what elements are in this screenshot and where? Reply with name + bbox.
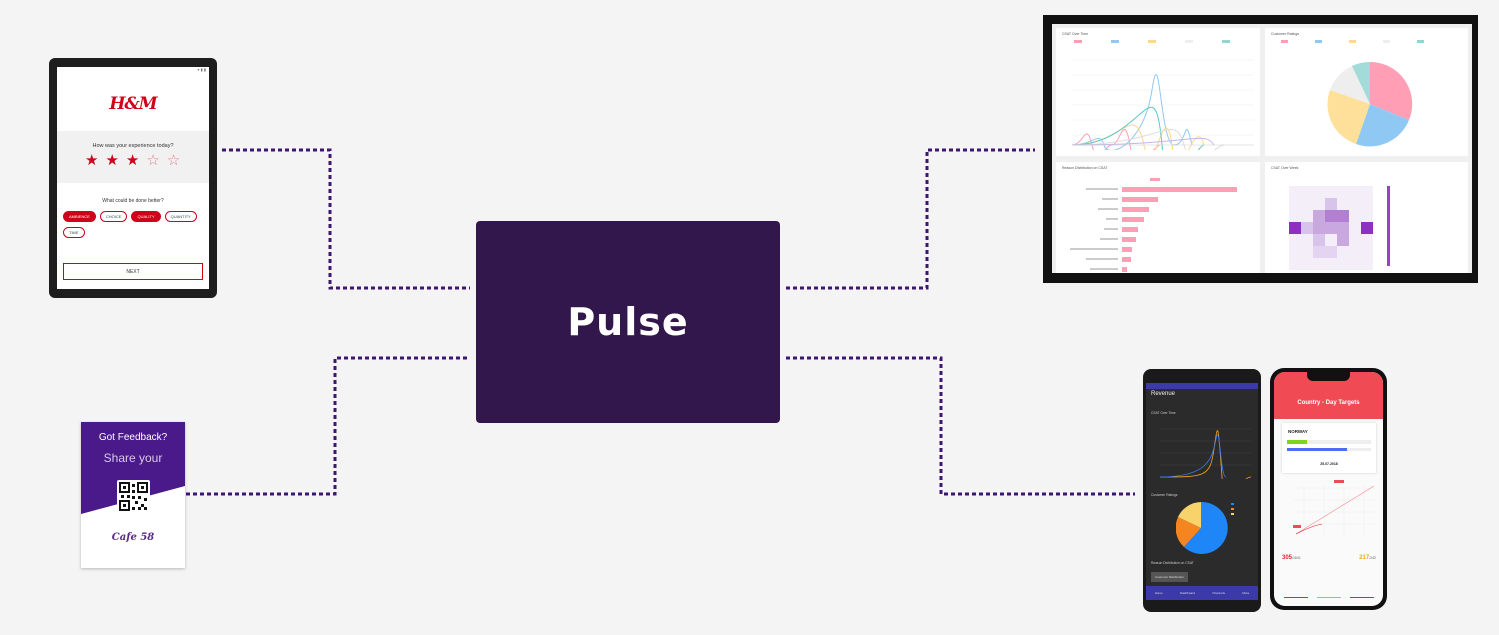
connector-mobile: [786, 356, 1135, 496]
flyer-heading: Got Feedback?: [98, 432, 168, 443]
option-chip[interactable]: AMBIENCE: [63, 211, 96, 222]
status-bar: ▾ ▮ ▮: [197, 67, 206, 72]
nav-item[interactable]: Dashboard: [1180, 591, 1195, 595]
panel-customer-ratings: Customer Ratings: [1265, 28, 1468, 156]
target-line-chart: [1293, 480, 1376, 536]
csat-heatmap: [1289, 186, 1390, 270]
option-chip[interactable]: CHOICE: [99, 211, 128, 222]
android-pie-chart: [1176, 501, 1234, 554]
reason-bar-chart: [1070, 178, 1237, 272]
iphone-screen: Country - Day Targets NORWAY 25.07.2018: [1274, 372, 1383, 606]
panel-title: Reason Distribution on CSAT: [1062, 166, 1108, 170]
country-name: NORWAY: [1288, 429, 1308, 434]
ratings-pie-chart: [1327, 61, 1413, 147]
nav-item[interactable]: Channels: [1212, 591, 1225, 595]
panel-title: CSAT Over Time: [1062, 32, 1089, 36]
csat-line-chart: [1071, 59, 1254, 150]
connector-flyer: [186, 356, 470, 496]
brand-logo: H&M: [109, 94, 157, 114]
star-filled-icon[interactable]: ★: [105, 152, 119, 169]
stat-total: /242: [1369, 556, 1376, 560]
stat-value: 305/1841: [1282, 555, 1301, 561]
stat-value: 217/242: [1359, 555, 1376, 561]
qr-feedback-flyer: Got Feedback? Share your Cafe 58: [81, 422, 185, 568]
flyer-background: [81, 422, 185, 514]
panel-csat-over-week: CSAT Over Week: [1265, 162, 1468, 273]
screen-title: Country - Day Targets: [1297, 400, 1360, 406]
star-empty-icon[interactable]: ☆: [146, 152, 160, 169]
pulse-hub: Pulse: [476, 221, 780, 423]
iphone-app-phone: Country - Day Targets NORWAY 25.07.2018: [1270, 368, 1387, 610]
nav-item[interactable]: Home: [1154, 591, 1163, 595]
section-title: Reason Distribution on CSAT: [1151, 561, 1194, 565]
panel-reason-distribution: Reason Distribution on CSAT: [1056, 162, 1260, 273]
star-rating[interactable]: ★ ★ ★ ☆ ☆: [85, 153, 180, 168]
section-title: CSAT Over Time: [1151, 411, 1176, 415]
flyer-subheading: Share your: [103, 451, 163, 465]
android-screen: Revenue CSAT Over Time Customer Ratings …: [1146, 383, 1258, 600]
option-chip[interactable]: QUANTITY: [164, 211, 197, 222]
country-target-card[interactable]: NORWAY 25.07.2018: [1282, 423, 1376, 473]
star-filled-icon[interactable]: ★: [85, 152, 99, 169]
toast-message: Customer Distribution: [1151, 572, 1188, 582]
panel-title: Customer Ratings: [1271, 32, 1300, 36]
target-progress-bars: [1287, 440, 1371, 451]
stat-total: /1841: [1292, 556, 1301, 560]
dashboard-screen: CSAT Over Time: [1052, 24, 1472, 273]
panel-title: CSAT Over Week: [1271, 166, 1299, 170]
connector-dashboard: [786, 148, 1035, 290]
rating-band: [57, 131, 209, 183]
nav-item[interactable]: More: [1242, 591, 1250, 595]
followup-question: What could be done better?: [102, 198, 164, 204]
app-header: Revenue: [1151, 391, 1176, 397]
stat-number: 305: [1282, 555, 1293, 561]
section-title: Customer Ratings: [1151, 493, 1178, 497]
stat-block: 217/242: [1359, 555, 1376, 561]
connector-survey: [222, 148, 470, 290]
panel-csat-over-time: CSAT Over Time: [1056, 28, 1260, 156]
cafe-logo: Cafe 58: [111, 532, 155, 543]
target-date: 25.07.2018: [1320, 462, 1338, 466]
android-line-chart: [1159, 428, 1251, 479]
android-app-phone: Revenue CSAT Over Time Customer Ratings …: [1143, 369, 1261, 612]
ratings-legend: [1281, 40, 1424, 43]
stat-number: 217: [1359, 555, 1370, 561]
option-chip[interactable]: QUALITY: [131, 211, 161, 222]
csat-legend: [1074, 40, 1230, 43]
tablet-survey-device: ▾ ▮ ▮ H&M How was your experience today?…: [49, 58, 217, 298]
tablet-screen: ▾ ▮ ▮ H&M How was your experience today?…: [57, 67, 209, 289]
star-empty-icon[interactable]: ☆: [166, 152, 181, 169]
phone-notch: [1307, 372, 1350, 381]
tab-indicator: [1284, 597, 1374, 598]
star-filled-icon[interactable]: ★: [125, 152, 140, 169]
survey-question: How was your experience today?: [92, 143, 174, 149]
bottom-nav: Home Dashboard Channels More: [1146, 586, 1258, 600]
option-chip[interactable]: TIME: [63, 227, 85, 238]
status-bar: [1146, 383, 1258, 389]
target-stats: 305/1841 217/242: [1282, 555, 1376, 561]
next-button[interactable]: NEXT: [63, 263, 203, 280]
web-dashboard: CSAT Over Time: [1043, 15, 1478, 283]
qr-code-icon: [117, 480, 150, 513]
hub-title: Pulse: [567, 300, 689, 344]
stat-block: 305/1841: [1282, 555, 1301, 561]
